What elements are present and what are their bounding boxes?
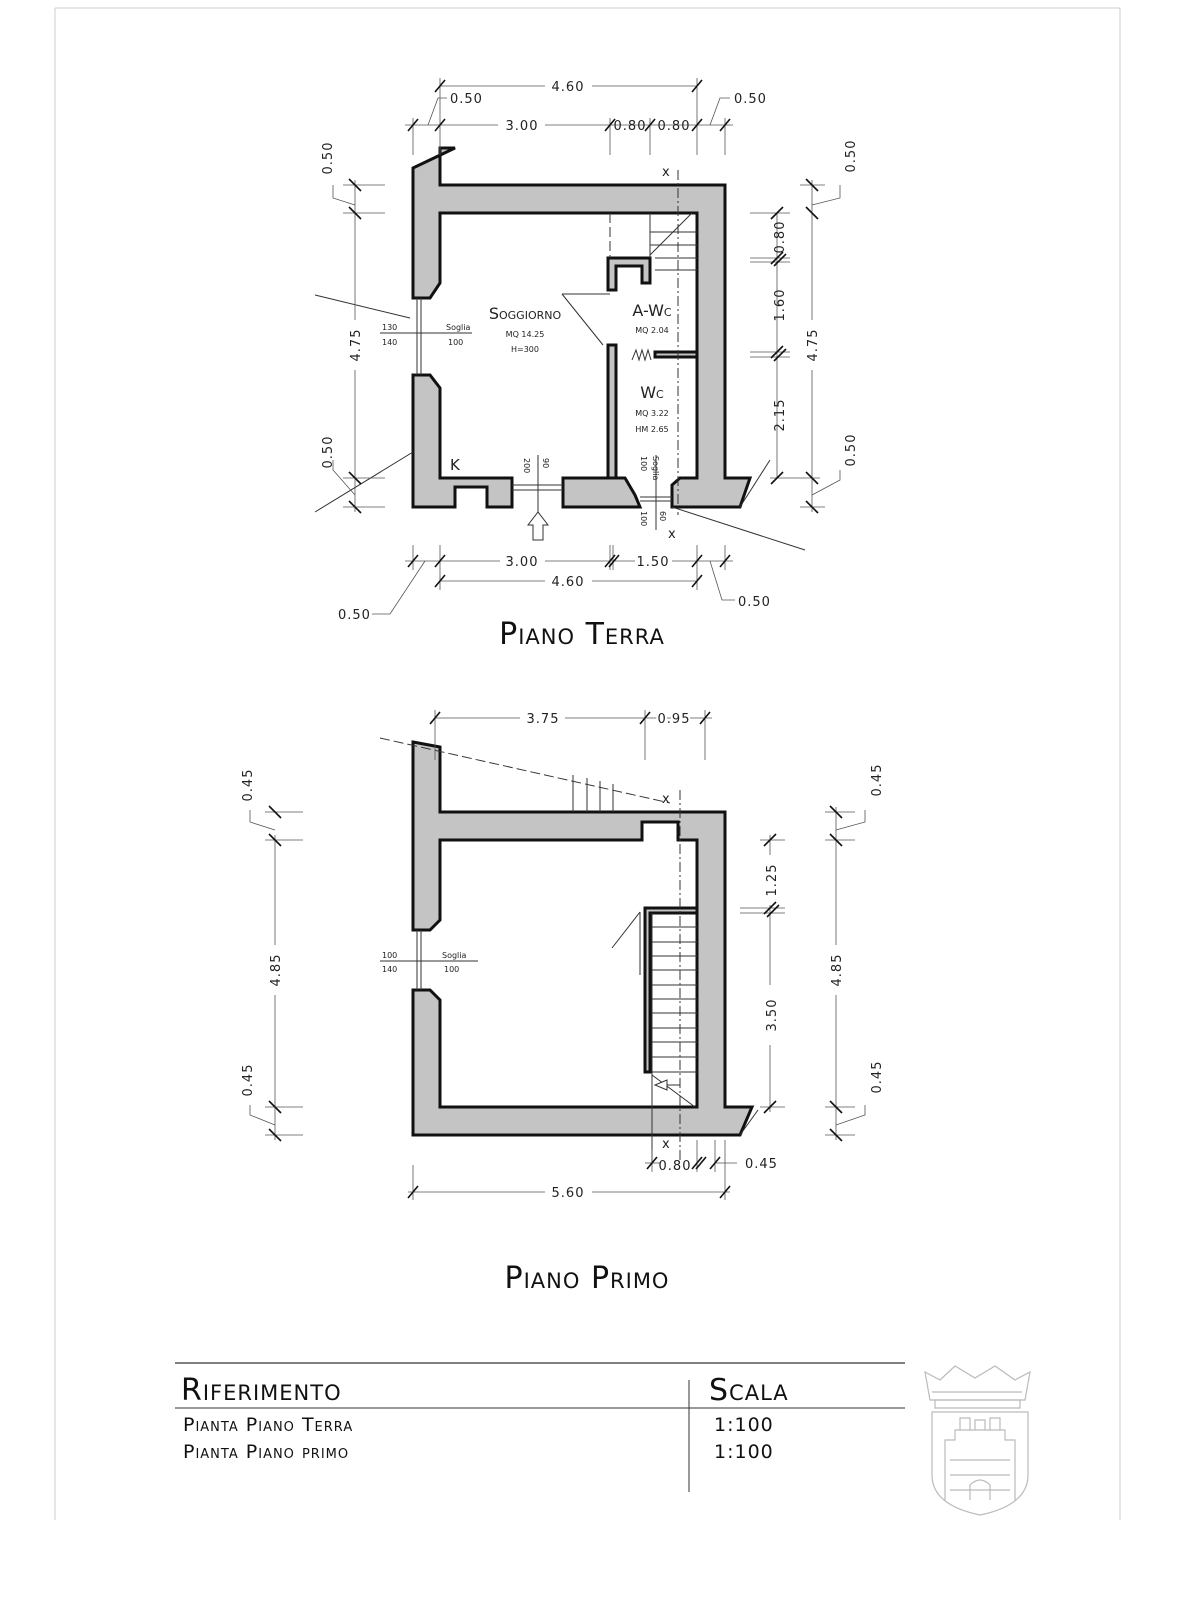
dim-top-right-offset: 0.50 <box>734 92 767 107</box>
room-area-awc: MQ 2.04 <box>635 326 669 335</box>
sheet-frame <box>54 7 1121 1520</box>
scale-row-1: 1:100 <box>714 1414 774 1436</box>
window-soglia-label: Soglia <box>442 951 466 960</box>
room-name-awc: A-Wc <box>632 301 672 320</box>
dim-right-b: 3.50 <box>765 999 780 1032</box>
stair-rail <box>643 906 699 1074</box>
dim-left-bottom: 0.45 <box>241 1064 256 1097</box>
room-area-soggiorno: MQ 14.25 <box>506 330 545 339</box>
section-mark-top: x <box>662 165 671 180</box>
wall-wc-divider <box>653 350 699 359</box>
dim-right-bottom: 0.50 <box>844 434 859 467</box>
dim-right-top: 0.50 <box>844 140 859 173</box>
dimensions-right: 0.80 1.60 2.15 4.75 0.50 0.50 <box>750 140 859 514</box>
door-width: 200 <box>522 458 531 473</box>
window-width: 140 <box>382 338 397 347</box>
dim-top-b: 0.95 <box>658 712 691 727</box>
reference-row-1: Pianta Piano Terra <box>183 1414 353 1436</box>
dim-bottom-a: 0.80 <box>659 1159 692 1174</box>
door-height: 90 <box>541 458 550 468</box>
wall-outer <box>411 740 755 1137</box>
dim-top-a: 3.00 <box>506 119 539 134</box>
reference-row-2: Pianta Piano primo <box>183 1441 349 1463</box>
window-soglia-label: Soglia <box>446 323 470 332</box>
dimensions-top: 3.75 0.95 <box>429 710 712 760</box>
municipal-crest-emblem <box>924 1365 1031 1516</box>
dim-left-bottom: 0.50 <box>321 436 336 469</box>
dim-left-total: 4.85 <box>269 954 284 987</box>
dim-right-a: 0.80 <box>773 221 788 254</box>
dim-top-c: 0.80 <box>658 119 691 134</box>
dimensions-bottom: 0.80 0.45 5.60 <box>407 1140 778 1201</box>
wc-window-c: 60 <box>658 511 667 521</box>
dim-bottom-right-offset: 0.50 <box>738 595 771 610</box>
plan-title-piano-primo: Piano Primo <box>505 1261 670 1296</box>
dim-bottom-total: 4.60 <box>552 575 585 590</box>
kitchen-label: K <box>450 456 461 474</box>
dimensions-top: 4.60 0.50 0.50 3.00 0.80 0.80 <box>405 78 767 155</box>
stairs <box>379 737 759 1162</box>
dim-bottom-a: 3.00 <box>506 555 539 570</box>
window-left <box>416 930 422 990</box>
window-width: 140 <box>382 965 397 974</box>
dim-right-b: 1.60 <box>773 289 788 322</box>
dim-bottom-b: 0.45 <box>745 1157 778 1172</box>
room-height-soggiorno: H=300 <box>511 345 539 354</box>
window-left <box>416 298 422 375</box>
wc-window-b: 100 <box>639 511 648 526</box>
wall-top-left <box>411 146 753 509</box>
dim-top-a: 3.75 <box>527 712 560 727</box>
dim-left-top: 0.45 <box>241 769 256 802</box>
wall-bottom-mid <box>561 476 643 509</box>
dim-top-total: 4.60 <box>552 80 585 95</box>
wc-window-a: 100 <box>639 456 648 471</box>
dim-top-left-offset: 0.50 <box>450 92 483 107</box>
window-height: 130 <box>382 323 397 332</box>
dim-right-total: 4.75 <box>806 329 821 362</box>
dim-right-a: 1.25 <box>765 864 780 897</box>
window-soglia-value: 100 <box>444 965 459 974</box>
wall-partition-vertical <box>606 343 618 480</box>
window-height: 100 <box>382 951 397 960</box>
wc-window-soglia: Soglia <box>651 456 660 480</box>
dimensions-left: 4.85 0.45 0.45 <box>241 769 303 1142</box>
reference-header: Riferimento <box>181 1373 342 1408</box>
room-name-soggiorno: Soggiorno <box>489 304 562 323</box>
dim-bottom-b: 1.50 <box>637 555 670 570</box>
plan-piano-primo: x x 100 140 Soglia 100 3.75 0.95 4.85 0.… <box>241 710 885 1296</box>
wall-left-lower <box>411 373 514 509</box>
wc-window <box>640 455 672 530</box>
dim-bottom-left-offset: 0.50 <box>338 608 371 623</box>
dimensions-left: 4.75 0.50 0.50 <box>321 142 385 514</box>
title-block: Riferimento Scala Pianta Piano Terra 1:1… <box>175 1362 905 1492</box>
dim-right-c: 2.15 <box>773 399 788 432</box>
wall-partition <box>606 256 652 292</box>
plan-piano-terra: x Soggiorno MQ 14.25 H=300 A-Wc MQ 2.04 … <box>314 78 859 652</box>
dim-left-total: 4.75 <box>349 329 364 362</box>
scale-header: Scala <box>709 1373 789 1408</box>
dimensions-bottom: 3.00 1.50 4.60 0.50 0.50 <box>338 545 771 623</box>
scale-row-2: 1:100 <box>714 1441 774 1463</box>
stairs-outline <box>314 170 806 551</box>
section-mark-bottom: x <box>668 527 677 542</box>
dimensions-right: 1.25 3.50 4.85 0.45 0.45 <box>740 764 885 1142</box>
room-name-wc: Wc <box>640 383 664 402</box>
dim-left-top: 0.50 <box>321 142 336 175</box>
section-mark-top: x <box>662 792 671 807</box>
dim-right-top: 0.45 <box>870 764 885 797</box>
window-soglia-value: 100 <box>448 338 463 347</box>
entrance-door <box>512 455 563 541</box>
dim-right-bottom: 0.45 <box>870 1061 885 1094</box>
plan-title-piano-terra: Piano Terra <box>499 617 665 652</box>
section-mark-bottom: x <box>662 1137 671 1152</box>
room-height-wc: HM 2.65 <box>635 425 668 434</box>
dim-bottom-total: 5.60 <box>552 1186 585 1201</box>
dim-right-total: 4.85 <box>830 954 845 987</box>
dim-top-b: 0.80 <box>614 119 647 134</box>
room-area-wc: MQ 3.22 <box>635 409 669 418</box>
